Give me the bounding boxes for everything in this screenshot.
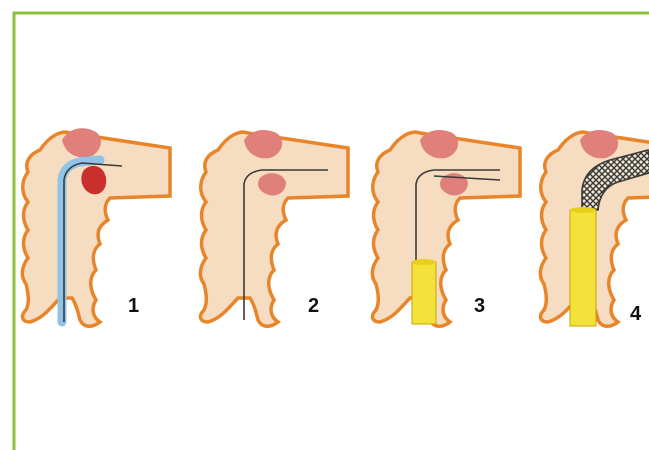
panel-label: 3: [474, 295, 485, 317]
panel-3: 3: [372, 130, 520, 326]
panel-2: 2: [200, 130, 348, 326]
panel-label: 2: [308, 295, 319, 317]
delivery-tip: [412, 259, 436, 265]
panel-4: 4: [540, 130, 649, 326]
stent-delivery-system: [412, 262, 436, 324]
panel-label: 4: [630, 303, 642, 325]
panel-1: 1: [22, 128, 170, 326]
delivery-tip: [570, 207, 596, 213]
panel-label: 1: [128, 295, 139, 317]
stent-delivery-system: [570, 210, 596, 326]
bowel-segment: [200, 132, 348, 326]
bowel-segment: [372, 132, 520, 326]
